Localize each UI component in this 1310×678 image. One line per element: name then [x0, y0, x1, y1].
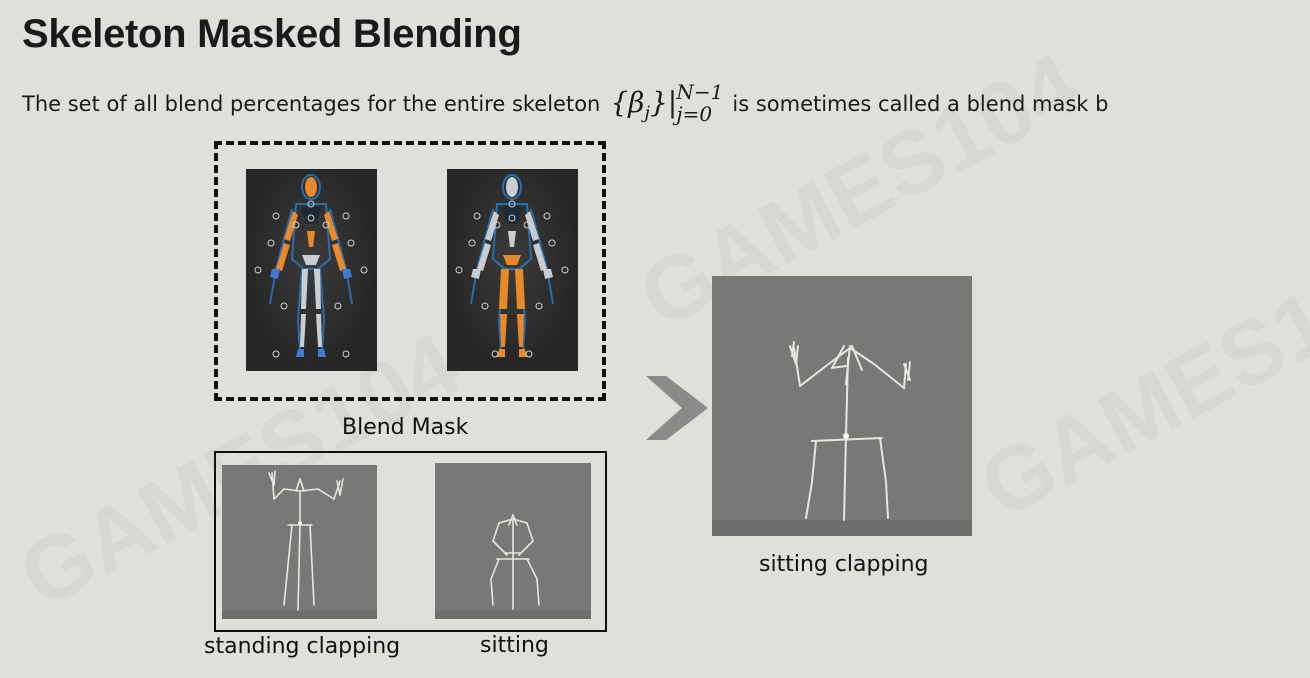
blend-mask-upper-body-image [246, 169, 377, 371]
description-text-before: The set of all blend percentages for the… [22, 92, 601, 116]
blend-formula: {βj}| N−1 j=0 [600, 80, 732, 128]
chevron-right-icon [646, 376, 708, 440]
sitting-clapping-caption: sitting clapping [759, 552, 929, 577]
sitting-clapping-image [712, 276, 972, 536]
source-animations-frame [214, 451, 607, 632]
blend-mask-caption: Blend Mask [342, 415, 469, 440]
blend-mask-lower-body-image [447, 169, 578, 371]
body-mask-figure [455, 174, 569, 358]
standing-clapping-image [222, 465, 377, 619]
sitting-skeleton [435, 514, 591, 619]
formula-subscript: j=0 [676, 102, 713, 126]
sitting-image [435, 463, 591, 619]
sitting-caption: sitting [480, 633, 549, 658]
body-mask-figure [254, 174, 368, 358]
description-text-after: is sometimes called a blend mask b [732, 92, 1109, 116]
formula-main: {βj}| [610, 86, 678, 124]
slide-title: Skeleton Masked Blending [22, 12, 522, 56]
watermark-text: GAMES104 [964, 223, 1310, 539]
standing-clapping-skeleton [222, 470, 377, 619]
blend-mask-frame [214, 141, 606, 401]
description-line: The set of all blend percentages for the… [22, 80, 1108, 128]
formula-superscript: N−1 [676, 80, 724, 104]
sitting-clapping-skeleton [712, 341, 972, 536]
standing-clapping-caption: standing clapping [204, 634, 401, 659]
